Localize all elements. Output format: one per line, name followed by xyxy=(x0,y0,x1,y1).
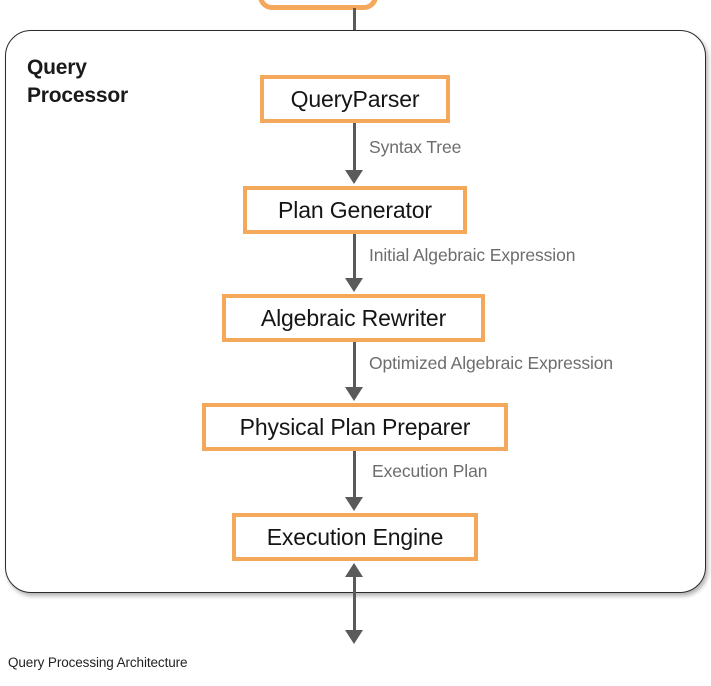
arrowhead-queryparser-to-plangenerator xyxy=(345,170,363,184)
node-physical-plan-preparer-label: Physical Plan Preparer xyxy=(239,413,471,440)
arrowhead-physicalplanpreparer-to-executionengine xyxy=(345,497,363,511)
arrowhead-executionengine-up xyxy=(345,563,363,577)
edge-label-execution-plan: Execution Plan xyxy=(372,461,488,481)
node-plan-generator[interactable]: Plan Generator xyxy=(243,186,467,234)
arrowhead-executionengine-down xyxy=(345,630,363,644)
node-algebraic-rewriter[interactable]: Algebraic Rewriter xyxy=(222,294,485,342)
node-execution-engine[interactable]: Execution Engine xyxy=(232,513,478,561)
node-execution-engine-label: Execution Engine xyxy=(266,523,444,550)
connector-physicalplanpreparer-to-executionengine xyxy=(352,451,356,498)
node-top-partial xyxy=(258,0,378,10)
diagram-caption: Query Processing Architecture xyxy=(8,655,188,670)
arrowhead-algebraicrewriter-to-physicalplanpreparer xyxy=(345,387,363,401)
connector-algebraicrewriter-to-physicalplanpreparer xyxy=(352,342,356,388)
node-algebraic-rewriter-label: Algebraic Rewriter xyxy=(260,304,447,331)
node-physical-plan-preparer[interactable]: Physical Plan Preparer xyxy=(202,403,508,451)
query-processor-title: Query Processor xyxy=(27,54,187,109)
edge-label-optimized-algebraic-expression: Optimized Algebraic Expression xyxy=(369,353,614,373)
edge-label-initial-algebraic-expression: Initial Algebraic Expression xyxy=(369,245,576,265)
connector-queryparser-to-plangenerator xyxy=(352,123,356,171)
node-query-parser-label: QueryParser xyxy=(290,85,420,112)
query-processor-title-line1: Query xyxy=(27,56,87,79)
connector-executionengine-external xyxy=(352,575,356,631)
node-query-parser[interactable]: QueryParser xyxy=(260,75,450,123)
connector-plangenerator-to-algebraicrewriter xyxy=(352,234,356,279)
arrowhead-plangenerator-to-algebraicrewriter xyxy=(345,278,363,292)
query-processor-title-line2: Processor xyxy=(27,83,128,107)
edge-label-syntax-tree: Syntax Tree xyxy=(369,137,462,157)
node-plan-generator-label: Plan Generator xyxy=(278,196,432,223)
